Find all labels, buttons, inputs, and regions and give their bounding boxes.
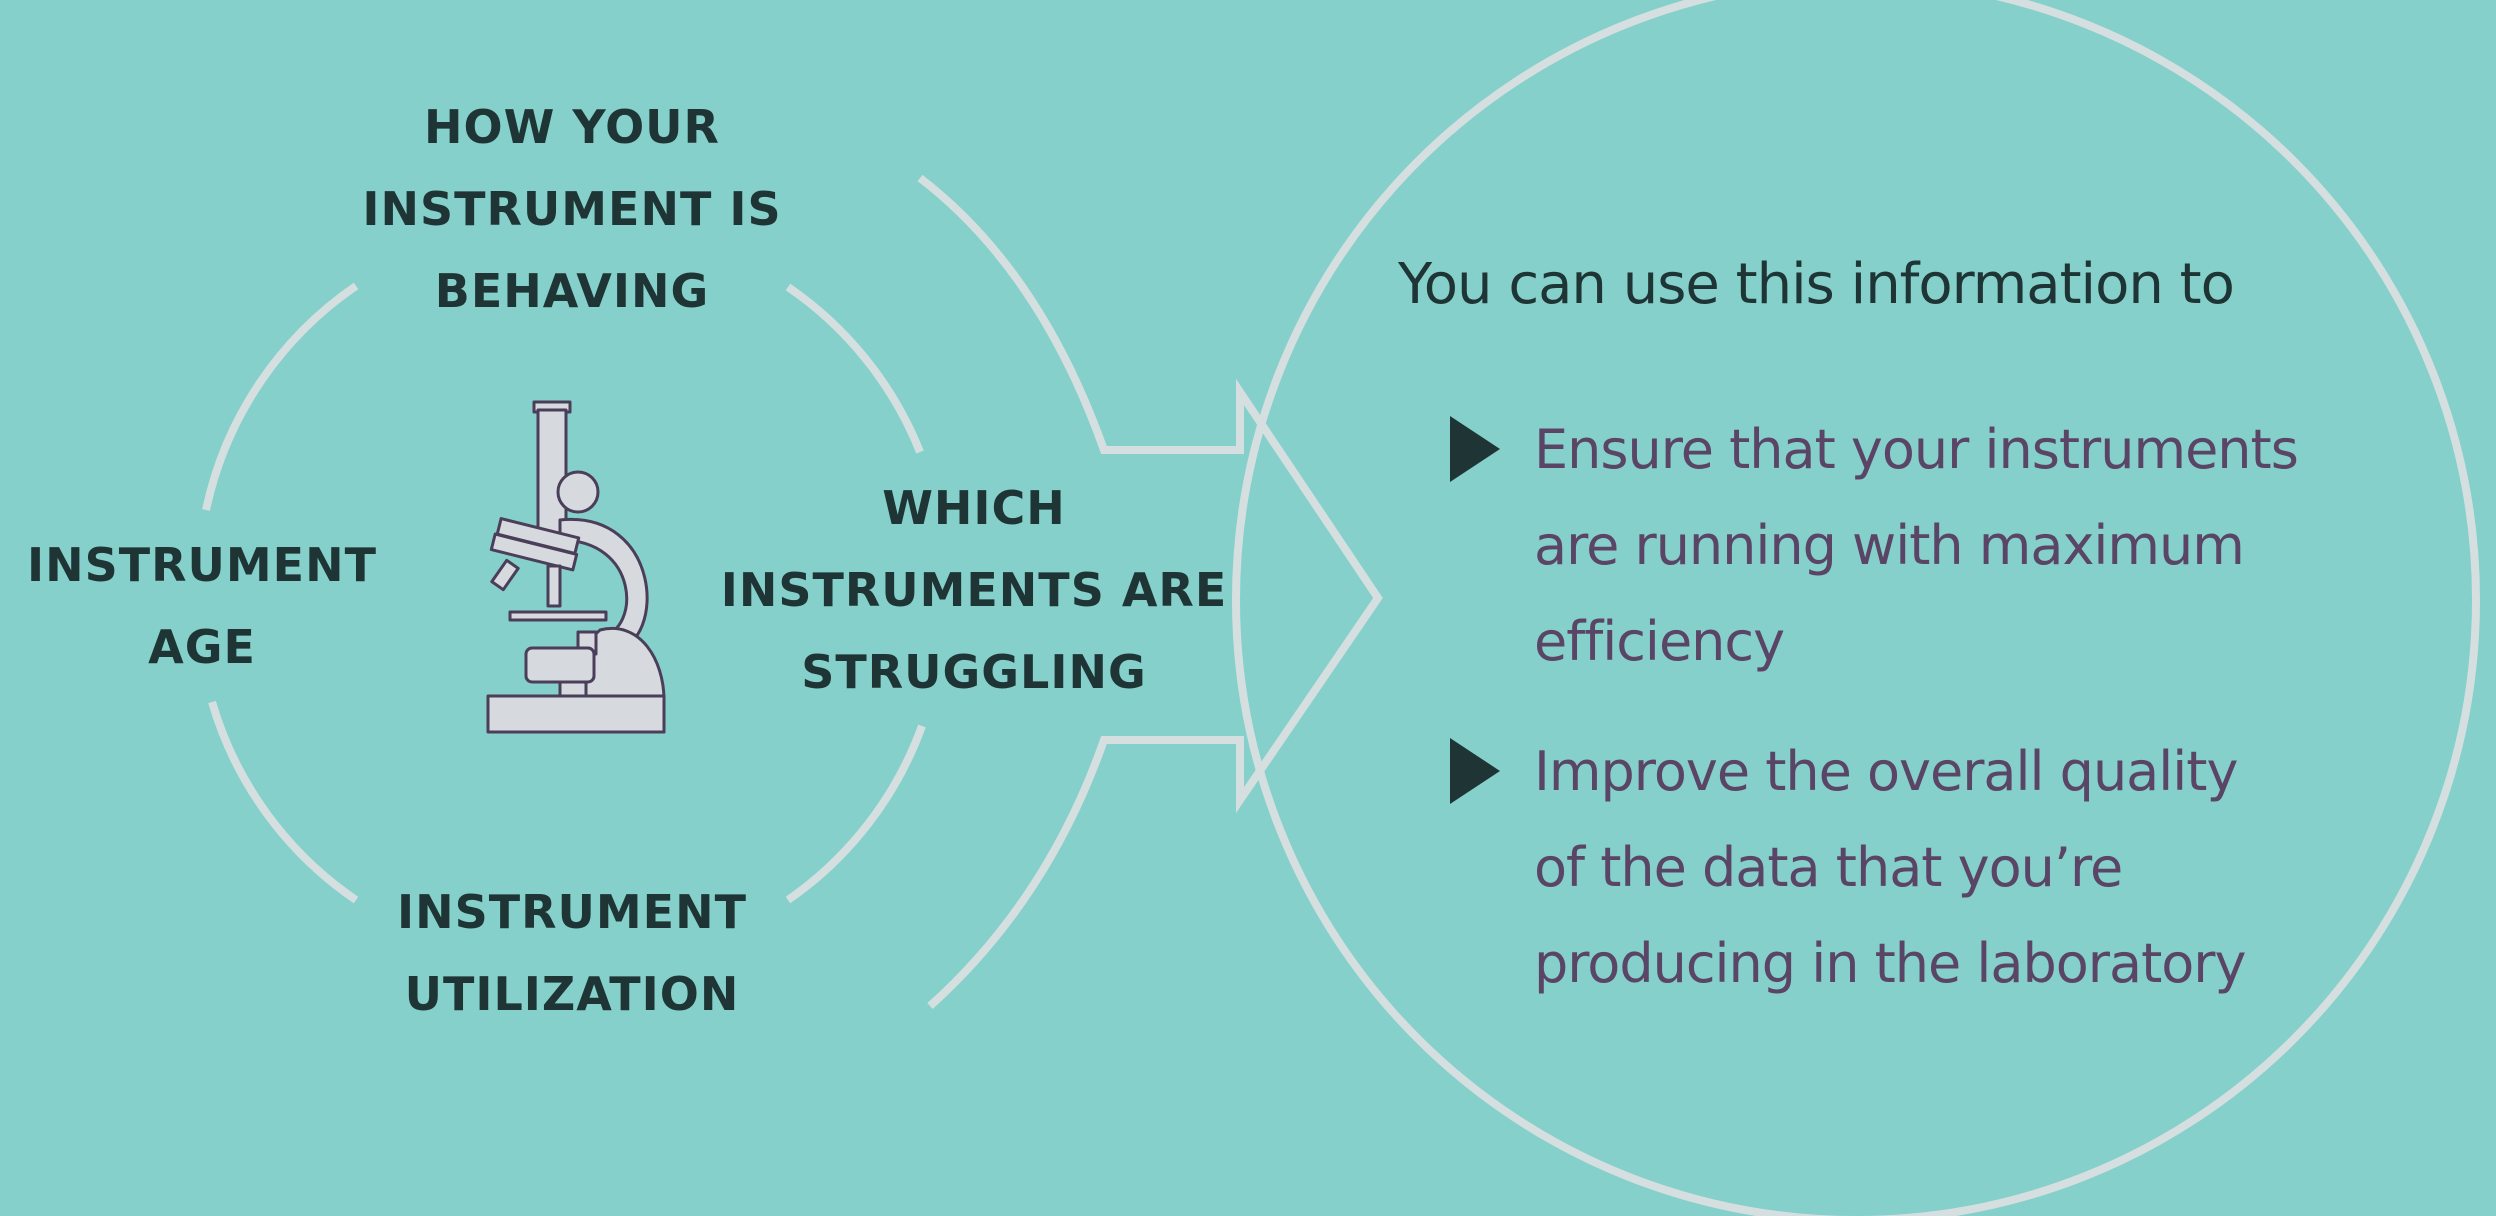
factor-instrument-age: INSTRUMENT AGE <box>0 524 404 688</box>
play-arrow-icon <box>1450 738 1500 804</box>
bullet-text: Ensure that your instruments are running… <box>1534 402 2354 690</box>
factor-line: WHICH <box>882 481 1066 535</box>
factor-line: INSTRUMENTS ARE <box>720 563 1228 617</box>
factor-struggling-instruments: WHICH INSTRUMENTS ARE STRUGGLING <box>674 467 1274 713</box>
factor-instrument-utilization: INSTRUMENT UTILIZATION <box>272 871 872 1035</box>
bullet-line: producing in the laboratory <box>1534 932 2246 995</box>
factor-line: INSTRUMENT <box>397 885 747 939</box>
summary-circle <box>1232 0 2480 1216</box>
bullet-line: efficiency <box>1534 610 1785 673</box>
ring-arc-top-left <box>202 282 359 511</box>
factor-line: BEHAVING <box>434 264 710 318</box>
factor-line: STRUGGLING <box>801 645 1147 699</box>
factor-line: INSTRUMENT IS <box>362 182 782 236</box>
play-arrow-icon <box>1450 416 1500 482</box>
bullet-line: Ensure that your instruments <box>1534 418 2299 481</box>
ring-arc-top-right <box>785 283 924 454</box>
microscope-icon <box>486 400 666 734</box>
chevron-arrow <box>917 174 1383 1009</box>
factor-line: AGE <box>148 620 256 674</box>
factor-line: UTILIZATION <box>404 967 740 1021</box>
bullet-text: Improve the overall quality of the data … <box>1534 724 2354 1012</box>
bullet-line: are running with maximum <box>1534 514 2245 577</box>
factor-instrument-behavior: HOW YOUR INSTRUMENT IS BEHAVING <box>272 86 872 332</box>
ring-arc-bottom-left <box>208 700 359 904</box>
factor-line: INSTRUMENT <box>27 538 377 592</box>
bullet-line: of the data that you’re <box>1534 836 2123 899</box>
ring-segments <box>202 282 926 904</box>
factor-line: HOW YOUR <box>424 100 720 154</box>
intro-text: You can use this information to <box>1398 252 2235 317</box>
ring-arc-bottom-right <box>785 724 926 904</box>
bullet-line: Improve the overall quality <box>1534 740 2238 803</box>
